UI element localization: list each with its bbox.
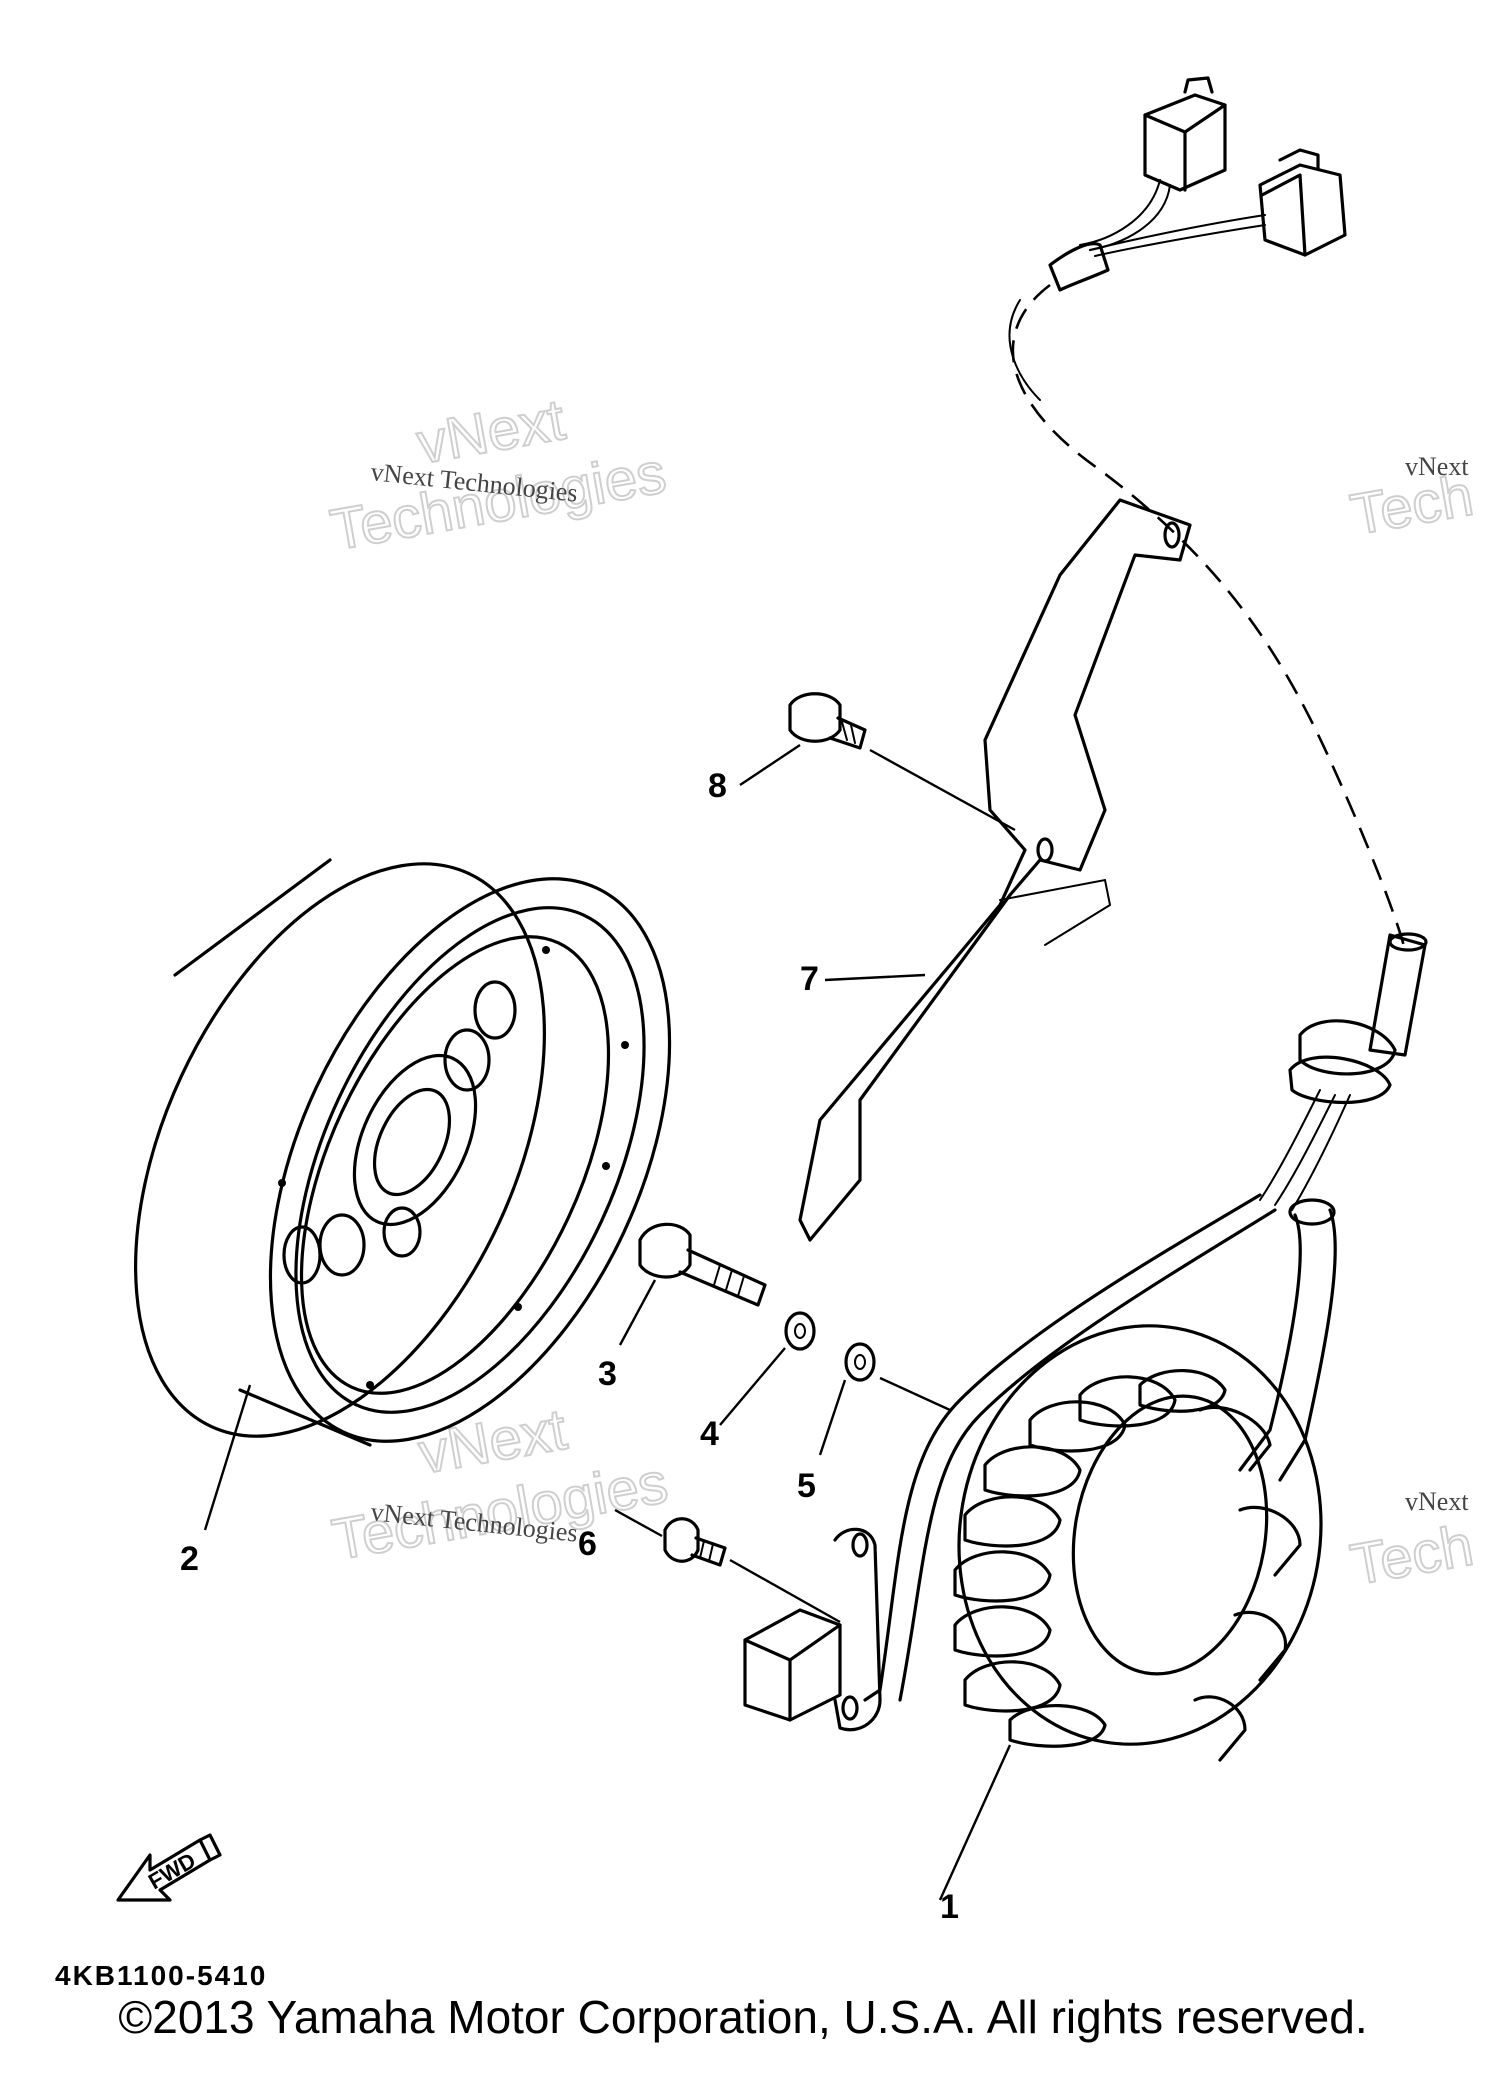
part-5-washer xyxy=(844,1342,876,1382)
part-6-screw xyxy=(663,1517,727,1567)
part-4-washer xyxy=(784,1311,816,1351)
watermark-big-partial: Tech xyxy=(1346,1513,1478,1598)
part-8-screw xyxy=(788,692,867,750)
callout-2: 2 xyxy=(180,1540,199,1578)
callout-4: 4 xyxy=(700,1415,719,1453)
watermark-top-left: vNext Technologies xyxy=(325,386,672,564)
part-1-stator-assembly xyxy=(953,1324,1323,1762)
part-3-bolt xyxy=(638,1222,767,1307)
watermark-text-partial: vNext xyxy=(1405,1487,1469,1516)
callout-8: 8 xyxy=(708,767,727,805)
watermark-big-partial: Tech xyxy=(1346,463,1478,548)
wire-sheath xyxy=(1259,932,1428,1211)
fwd-label: FWD xyxy=(144,1848,200,1895)
copyright-footer: ©2013 Yamaha Motor Corporation, U.S.A. A… xyxy=(118,1991,1368,2043)
part-code: 4KB1100-5410 xyxy=(55,1960,267,1991)
harness-wire xyxy=(1011,283,1407,951)
wire-connectors xyxy=(1048,76,1347,292)
callout-6: 6 xyxy=(578,1525,597,1563)
watermark-text-partial: vNext xyxy=(1405,452,1469,481)
callout-5: 5 xyxy=(797,1467,816,1505)
callout-7: 7 xyxy=(800,960,819,998)
callout-3: 3 xyxy=(598,1355,617,1393)
pickup-coil xyxy=(743,1527,882,1732)
callout-1: 1 xyxy=(940,1888,959,1926)
part-2-flywheel-rotor xyxy=(134,858,672,1447)
fwd-arrow-icon: FWD xyxy=(116,1833,222,1902)
part-7-bracket xyxy=(798,498,1192,1242)
pickup-wire xyxy=(863,1193,1262,1702)
leader-lines xyxy=(203,744,1016,1901)
